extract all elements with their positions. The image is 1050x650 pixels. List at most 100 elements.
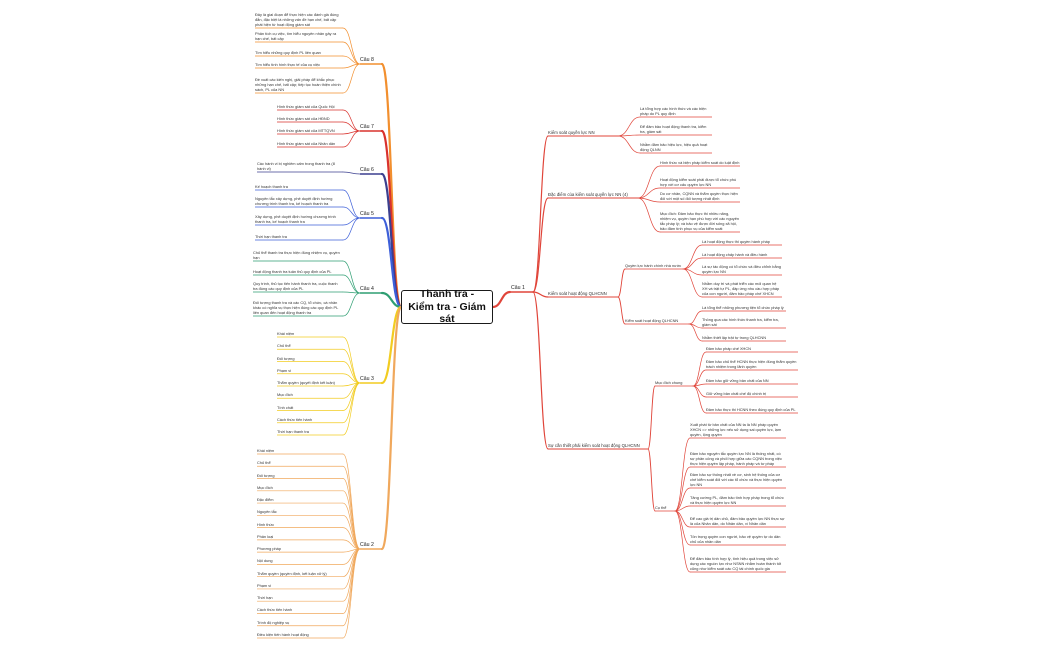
cu-the-item[interactable]: Để cao giá trị dân chủ, đảm bảo quyền lự… [690, 516, 785, 526]
cau5-label[interactable]: Câu 5 [360, 211, 374, 217]
cau3-item[interactable]: Thẩm quyền (quyết định kết luận) [277, 380, 335, 385]
cau7-label[interactable]: Câu 7 [360, 124, 374, 130]
quyen-luc-hcnn-node[interactable]: Quyền lực hành chính nhà nước [625, 263, 682, 268]
cau5-item[interactable]: Nguyên tắc xây dựng, phê duyệt định hướn… [255, 196, 333, 206]
cau4-item[interactable]: Chủ thể thanh tra thực hiện đúng nhiệm v… [253, 250, 340, 260]
kiem-soat-item[interactable]: Nhằm thiết lập trật tự trong QLHCNN [702, 335, 767, 340]
cau4-item[interactable]: Hoạt động thanh tra tuân thủ quy định củ… [253, 269, 332, 274]
cu-the-item[interactable]: Xuất phát từ bản chất của NN ta là NN ph… [690, 422, 782, 437]
cau3-label[interactable]: Câu 3 [360, 376, 374, 382]
cau2-item-connector [342, 502, 361, 550]
cau2-item[interactable]: Cách thức tiến hành [257, 607, 293, 613]
cau2-item[interactable]: Điều kiện tiến hành hoạt động [257, 632, 309, 637]
cau5-item[interactable]: Xây dựng, phê duyệt định hướng chương tr… [255, 214, 336, 224]
quyen-luc-item[interactable]: Là sự tác động có tổ chức và điều chỉnh … [702, 264, 781, 274]
branch-connector [647, 448, 656, 512]
cau2-item[interactable]: Thẩm quyền (quyền định, kết luận xử lý) [257, 570, 327, 576]
cau8-label[interactable]: Câu 8 [360, 57, 374, 63]
muc-dich-chung-item[interactable]: Đảm bảo thực thi HCNN theo đúng quy định… [706, 407, 796, 412]
kiem-soat-quyen-luc-node[interactable]: Kiểm soát quyền lực NN [548, 130, 595, 135]
su-can-thiet-node[interactable]: Sự cần thiết phải kiểm soát hoạt động QL… [548, 443, 640, 448]
cau2-item[interactable]: Phân loại [257, 533, 274, 539]
muc-dich-chung-node[interactable]: Mục đích chung [655, 380, 683, 385]
kiem-soat-quyen-luc-item[interactable]: Để đảm bảo hoạt động thanh tra, kiểm tra… [640, 124, 707, 134]
cau3-item[interactable]: Đối tượng [277, 355, 295, 361]
cau4-item[interactable]: Đối tượng thanh tra và các CQ, tổ chức, … [253, 300, 339, 315]
muc-dich-chung-item-connector [692, 351, 707, 387]
cau7-item-connector [342, 109, 361, 132]
kiem-soat-quyen-luc-item-connector [617, 135, 641, 154]
cau1-connector [491, 290, 512, 309]
kiem-soat-quyen-luc-item[interactable]: Là tổng hợp các hình thức và các biện ph… [640, 106, 707, 116]
cau3-item[interactable]: Phạm vi [277, 367, 292, 373]
cau4-label[interactable]: Câu 4 [360, 286, 374, 292]
kiem-soat-item[interactable]: Là tổng thể những phương tiện tổ chức ph… [702, 305, 784, 310]
kiem-soat-quyen-luc-item[interactable]: Nhằm đảm bảo hiệu lực, hiệu quả hoạt độn… [640, 142, 708, 152]
dac-diem-item-connector [637, 197, 661, 203]
cau3-item[interactable]: Tính chất [277, 404, 294, 410]
dac-diem-item[interactable]: Mục đích: Đảm bảo thực thi nhiều năng, n… [660, 211, 740, 231]
cau2-item[interactable]: Nội dung [257, 558, 273, 564]
dac-diem-node[interactable]: Đặc điểm của kiểm soát quyền lực NN (4) [548, 192, 628, 197]
cau2-item[interactable]: Đặc điểm [257, 497, 274, 503]
cu-the-item-connector [674, 510, 691, 573]
cu-the-item[interactable]: Tăng cường PL, đảm bảo tính hợp pháp tro… [690, 495, 784, 505]
dac-diem-item[interactable]: Do cơ nhân, CQNN và thẩm quyền thực hiện… [660, 191, 738, 201]
cau7-item[interactable]: Hình thức giám sát của HĐND [277, 116, 330, 121]
central-topic[interactable]: Thanh tra - Kiểm tra - Giám sát [401, 288, 493, 325]
cau7-item-connector [342, 121, 361, 132]
cau3-item[interactable]: Cách thức tiến hành [277, 416, 313, 422]
kiem-soat-item[interactable]: Thông qua các hình thức thanh tra, kiểm … [702, 317, 779, 327]
cau8-item[interactable]: Đây là giai đoạn để thực hiện các đánh g… [255, 12, 339, 27]
cu-the-item[interactable]: Đảm bảo sự thống nhất về cơ, sinh hệ thố… [690, 472, 783, 487]
cau3-item[interactable]: Khái niệm [277, 331, 295, 336]
kiem-soat-hoat-dong-node[interactable]: Kiểm soát hoạt động QLHCNN [548, 291, 607, 296]
cau8-item[interactable]: Đề xuất các kiến nghị, giải pháp để khắc… [255, 77, 341, 92]
cau2-item[interactable]: Thời hạn [257, 595, 273, 601]
cau2-item[interactable]: Đối tượng [257, 472, 275, 478]
cau8-item[interactable]: Phân tích cụ việc, tìm hiểu nguyên nhân … [255, 31, 337, 41]
cau2-item[interactable]: Mục đích [257, 484, 273, 490]
cau3-item-connector [342, 382, 361, 436]
cu-the-item[interactable]: Đảm bảo nguyên tắc quyền lực NN là thống… [690, 451, 782, 466]
kiem-soat-hd-node[interactable]: Kiểm soát hoạt động QLHCNN [625, 318, 679, 323]
cau7-item[interactable]: Hình thức giám sát của Quốc Hội [277, 104, 335, 109]
cau5-item[interactable]: Thời hạn thanh tra [255, 234, 287, 239]
cu-the-item[interactable]: Để đảm bảo tính hợp lý, tính hiệu quả tr… [690, 556, 782, 571]
cau2-label[interactable]: Câu 2 [360, 542, 374, 548]
cau3-connector [380, 305, 403, 385]
muc-dich-chung-item[interactable]: Giữ vững bản chất chế độ chính trị [706, 391, 767, 396]
muc-dich-chung-item[interactable]: Đảm bảo pháp chế XHCN [706, 346, 751, 351]
cau3-item[interactable]: Mục đích [277, 392, 293, 398]
cau8-item[interactable]: Tìm hiểu những quy định PL liên quan [255, 50, 321, 55]
cau2-item[interactable]: Hình thức [257, 521, 275, 527]
cau6-label[interactable]: Câu 6 [360, 167, 374, 173]
cau4-item[interactable]: Quy trình, thủ tục tiến hành thanh tra, … [253, 281, 338, 291]
cau2-item[interactable]: Trình độ nghiệp vụ [257, 619, 290, 625]
cau4-item-connector [342, 260, 361, 294]
dac-diem-item[interactable]: Hoạt động kiểm soát phải được tổ chức ph… [660, 177, 737, 187]
quyen-luc-item[interactable]: Là hoạt động thực thi quyền hành pháp [702, 239, 770, 244]
cau8-item[interactable]: Tìm hiểu tình hình thực tế của cụ việc [255, 62, 321, 67]
cu-the-item[interactable]: Tôn trọng quyền con người, bảo vệ quyền … [690, 534, 781, 544]
cau2-item-connector [342, 548, 361, 614]
quyen-luc-item[interactable]: Là hoạt động chấp hành và điều hành [702, 252, 768, 257]
muc-dich-chung-item-connector [692, 385, 707, 414]
cau7-item[interactable]: Hình thức giám sát của MTTQVN [277, 128, 335, 133]
cau7-item[interactable]: Hình thức giám sát của Nhân dân [277, 141, 336, 146]
muc-dich-chung-item[interactable]: Đảm bảo chủ thể HCNN thực hiện đúng thẩm… [706, 359, 797, 369]
dac-diem-item[interactable]: Hình thức và biện pháp kiểm soát do luật… [660, 160, 740, 165]
muc-dich-chung-item[interactable]: Đảm bảo giữ vững bản chất của NN [706, 378, 769, 383]
cau2-item[interactable]: Khái niệm [257, 448, 275, 453]
cau6-item[interactable]: Các hành vi bị nghiêm cấm trong thanh tr… [257, 161, 335, 171]
cau2-item[interactable]: Chủ thể [257, 460, 271, 466]
cau2-item[interactable]: Nguyên tắc [257, 509, 277, 515]
cau2-item[interactable]: Phương pháp [257, 546, 281, 552]
cau5-item[interactable]: Kế hoạch thanh tra [255, 184, 288, 189]
cau3-item[interactable]: Thời hạn thanh tra [277, 429, 309, 434]
cu-the-node[interactable]: Cụ thể [655, 505, 667, 510]
cau1-label[interactable]: Câu 1 [511, 285, 525, 291]
quyen-luc-item[interactable]: Nhằm duy trì và phát triển các mối quan … [702, 281, 780, 296]
cau2-item[interactable]: Phạm vi [257, 582, 272, 588]
cau3-item[interactable]: Chủ thể [277, 343, 291, 349]
